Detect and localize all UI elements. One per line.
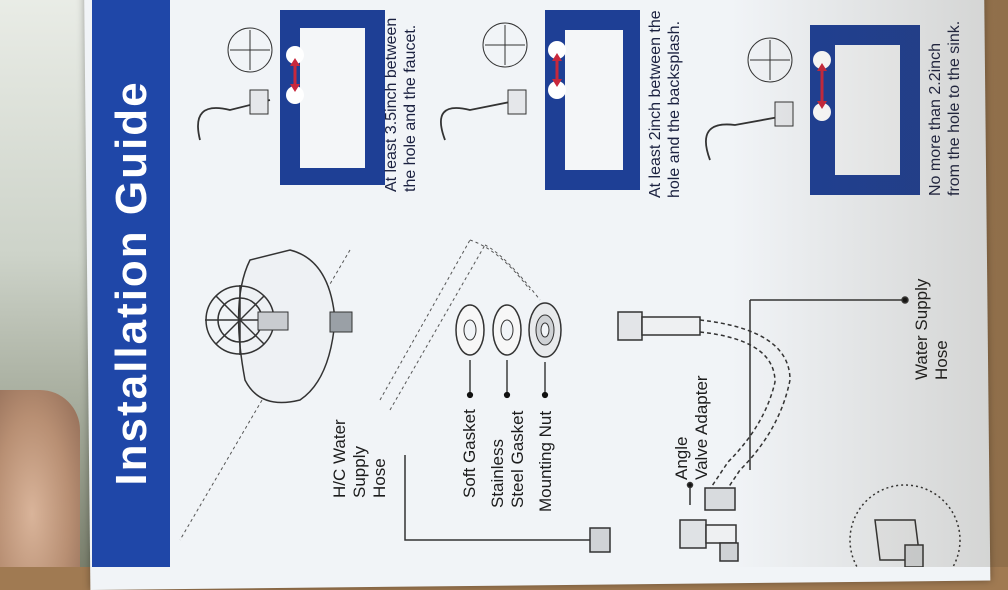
diagram-2-caption-text: At least 2inch between the hole and the … (647, 10, 683, 198)
angle-valve-adapter (679, 481, 739, 562)
diagram-2-caption: At least 2inch between the hole and the … (646, 10, 684, 198)
mounting-nut-label: Mounting Nut (536, 411, 556, 512)
diagram-3-caption: No more than 2.2inch from the hole to th… (926, 21, 964, 196)
mounting-nut (528, 302, 562, 358)
diagram-1-caption: At least 3.5inch between the hole and th… (382, 18, 420, 192)
soft-gasket-text: Soft Gasket (460, 409, 479, 498)
soft-gasket (455, 304, 485, 356)
angle-adapter-text: Angle Valve Adapter (672, 375, 711, 480)
placement-diagram-3 (705, 25, 920, 195)
steel-gasket-text: Stainless Steel Gasket (488, 410, 527, 508)
water-hose-text: Water Supply Hose (912, 278, 951, 380)
placement-diagram-1 (197, 10, 385, 185)
angle-adapter-label: Angle Valve Adapter (672, 375, 712, 480)
angle-valve (849, 484, 961, 567)
title-banner (92, 0, 170, 567)
faucet-base-illustration (205, 249, 353, 404)
steel-gasket (492, 304, 522, 356)
water-supply-hose (617, 296, 909, 511)
diagram-3-caption-text: No more than 2.2inch from the hole to th… (927, 20, 963, 196)
mounting-nut-text: Mounting Nut (536, 410, 555, 512)
hc-hose-line (404, 455, 611, 553)
soft-gasket-label: Soft Gasket (460, 409, 480, 498)
placement-diagram-2 (440, 10, 640, 190)
background-hand (0, 390, 80, 567)
steel-gasket-label: Stainless Steel Gasket (488, 411, 528, 508)
hc-hose-text: H/C Water Supply Hose (330, 419, 389, 498)
water-hose-label: Water Supply Hose (912, 279, 952, 380)
diagram-1-caption-text: At least 3.5inch between the hole and th… (383, 17, 419, 192)
hc-hose-label: H/C Water Supply Hose (330, 419, 390, 498)
exploded-diagram (179, 10, 961, 567)
